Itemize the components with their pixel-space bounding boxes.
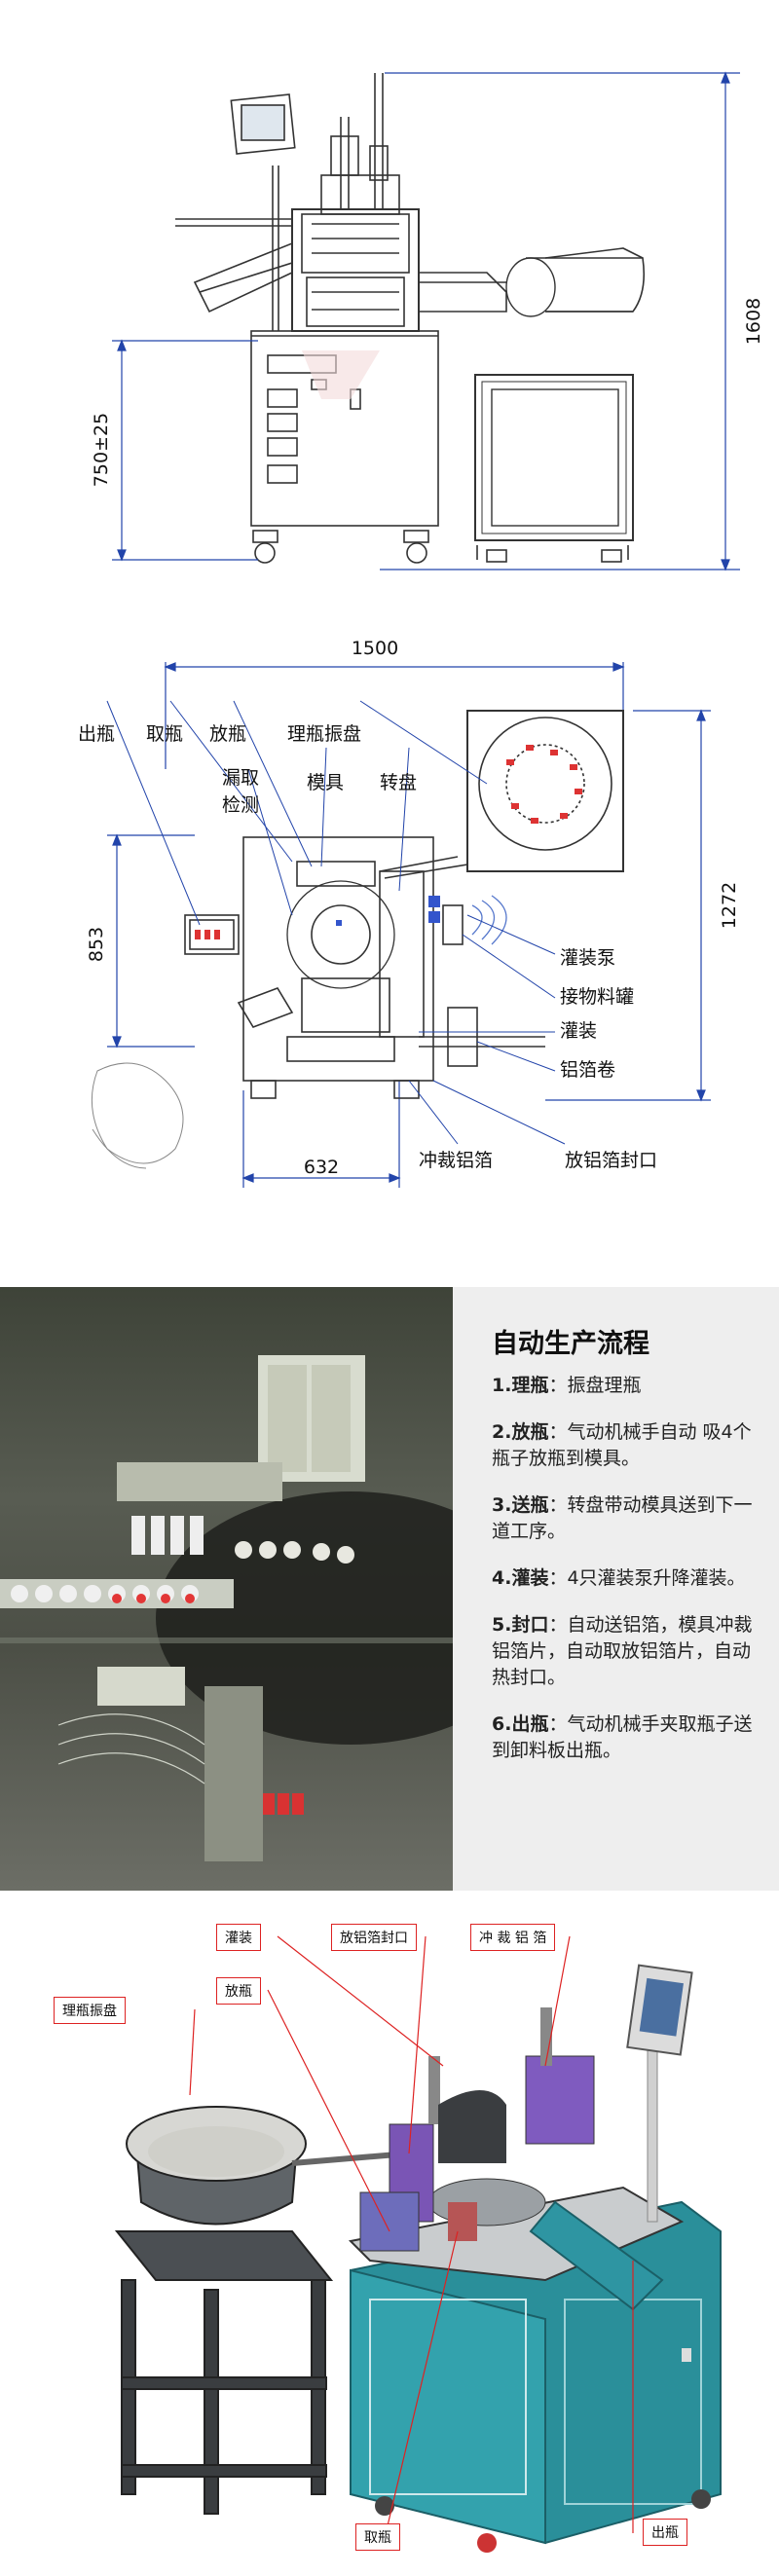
process-step: 1.理瓶：振盘理瓶: [492, 1375, 642, 1396]
plan-svg: 1500 1272 853 632: [78, 638, 740, 1188]
process-title: 自动生产流程: [492, 1329, 649, 1359]
process-section: 自动生产流程 1.理瓶：振盘理瓶 2.放瓶：气动机械手自动 吸4个瓶子放瓶到模具…: [0, 1287, 779, 1891]
label-leak-check-2: 检测: [222, 794, 259, 816]
process-step: 3.送瓶：转盘带动模具送到下一道工序。: [492, 1494, 753, 1542]
main-machine: [348, 1964, 722, 2553]
plan-view-drawing: 1500 1272 853 632: [0, 623, 779, 1246]
dim-depth-label: 1272: [719, 882, 740, 929]
callout-punch-foil: 冲 裁 铝 箔: [470, 1924, 556, 1951]
callout-take-bottle: 取瓶: [355, 2523, 400, 2551]
process-panel: 自动生产流程 1.理瓶：振盘理瓶 2.放瓶：气动机械手自动 吸4个瓶子放瓶到模具…: [453, 1287, 779, 1891]
label-turntable: 转盘: [380, 772, 417, 793]
label-filling: 灌装: [560, 1020, 597, 1042]
label-fill-pump: 灌装泵: [560, 947, 615, 969]
callout-lines: [189, 1935, 634, 2539]
process-step: 6.出瓶：气动机械手夹取瓶子送到卸料板出瓶。: [492, 1713, 753, 1761]
bowl-feeder: [126, 2106, 410, 2226]
process-step: 4.灌装：4只灌装泵升降灌装。: [492, 1567, 746, 1589]
dim-height-label: 1608: [743, 298, 764, 345]
label-tank: 接物料罐: [560, 986, 634, 1008]
front-elevation-drawing: 1608 750±25: [0, 0, 779, 584]
dim-width-label: 1500: [352, 638, 398, 659]
callout-place-seal: 放铝箔封口: [331, 1924, 417, 1951]
label-take-bottle: 取瓶: [146, 723, 183, 745]
label-sort-bowl: 理瓶振盘: [287, 723, 361, 745]
callout-filling: 灌装: [216, 1924, 261, 1951]
photo-illustration: [0, 1355, 453, 1861]
elevation-svg: 1608 750±25: [91, 71, 764, 571]
dim-left-label: 853: [86, 927, 107, 962]
callout-put-bottle: 放瓶: [216, 1977, 261, 2005]
label-out-bottle: 出瓶: [78, 723, 115, 745]
callout-out-bottle: 出瓶: [643, 2519, 687, 2546]
dim-bottom-label: 632: [304, 1157, 339, 1178]
process-step: 2.放瓶：气动机械手自动 吸4个瓶子放瓶到模具。: [492, 1421, 752, 1469]
label-foil-roll: 铝箔卷: [560, 1059, 615, 1081]
label-mold: 模具: [307, 772, 344, 793]
label-leak-check-1: 漏取: [222, 767, 259, 789]
bowl-stand: [114, 2230, 334, 2515]
machine-base: [242, 836, 434, 1082]
3d-model-svg: [114, 1935, 722, 2553]
label-punch-foil: 冲裁铝箔: [419, 1150, 493, 1171]
caster-wheels: [252, 530, 622, 564]
callout-sort-bowl: 理瓶振盘: [54, 1997, 126, 2024]
3d-model-section: 灌装 放铝箔封口 冲 裁 铝 箔 理瓶振盘 放瓶 取瓶 出瓶: [0, 1910, 779, 2576]
process-steps: 1.理瓶：振盘理瓶 2.放瓶：气动机械手自动 吸4个瓶子放瓶到模具。 3.送瓶：…: [492, 1373, 755, 1785]
label-place-seal: 放铝箔封口: [565, 1150, 657, 1171]
label-put-bottle: 放瓶: [209, 723, 246, 745]
machine-photo: [0, 1287, 453, 1891]
process-step: 5.封口：自动送铝箔，模具冲裁铝箔片，自动取放铝箔片，自动热封口。: [492, 1614, 753, 1688]
dim-table-label: 750±25: [91, 413, 112, 487]
